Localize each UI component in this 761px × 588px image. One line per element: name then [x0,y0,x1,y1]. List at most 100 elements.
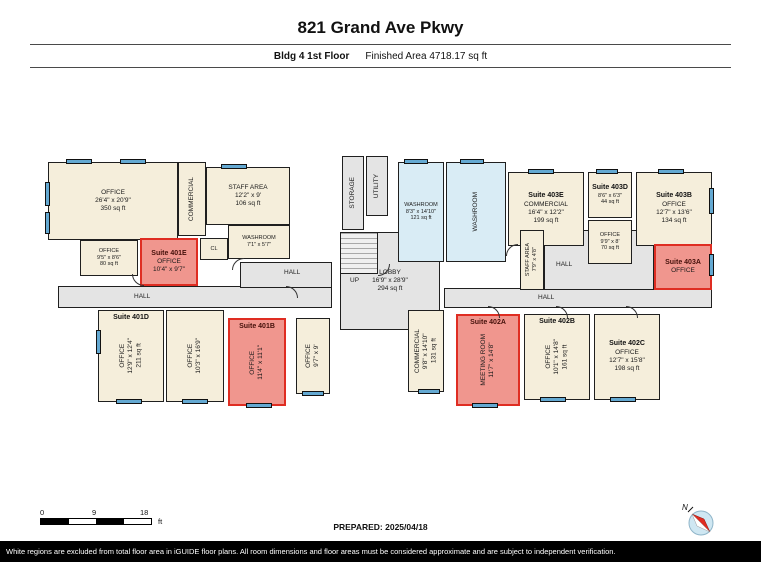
room-name: MEETING ROOM [479,334,487,386]
window-marker [528,169,554,174]
room-closet: CL [200,238,228,260]
room-washroom-nw: WASHROOM 7'1" x 5'7" [228,225,290,259]
room-dims: 7'1" x 5'7" [246,242,272,248]
room-name: OFFICE [671,267,695,275]
floor-subtitle: Bldg 4 1st Floor Finished Area 4718.17 sq… [0,51,761,62]
room-label: OFFICE 10'1" x 14'8" 161 sq ft [545,339,569,375]
prepared-date: PREPARED: 2025/04/18 [333,522,428,532]
room-label: Suite 403A OFFICE [665,259,701,276]
window-marker [709,188,714,214]
room-area: 350 sq ft [100,205,126,213]
window-marker [66,159,92,164]
suite-title: Suite 403D [592,183,628,191]
room-dims: 9'8" x 14'10" [421,333,429,369]
window-marker [96,330,101,354]
header-divider-top [30,44,731,45]
room-name: OFFICE [599,231,621,238]
suite-title: Suite 403B [656,192,692,200]
room-label: OFFICE 11'4" x 11'1" [249,345,265,380]
room-utility: UTILITY [366,156,388,216]
room-name: OFFICE [248,350,256,374]
suite-title: Suite 401B [239,323,275,330]
room-label: OFFICE 26'4" x 20'9" 350 sq ft [95,189,131,213]
window-marker [540,397,566,402]
room-label: Suite 401E OFFICE 10'4" x 9'7" [151,250,186,275]
window-marker [610,397,636,402]
room-label: OFFICE 12'9" x 12'4" 211 sq ft [119,338,143,374]
room-area: 70 sq ft [600,245,620,252]
stairs [340,232,378,274]
lobby-label: LOBBY 16'9" x 28'9" 294 sq ft [372,269,408,293]
room-office-sw2: OFFICE 9'7" x 9' [296,318,330,394]
page-title: 821 Grand Ave Pkwy [297,18,464,37]
window-marker [658,169,684,174]
room-area: 44 sq ft [600,199,620,206]
room-name: WASHROOM [404,201,438,208]
room-label: COMMERCIAL [188,177,196,221]
room-name: OFFICE [101,188,125,196]
window-marker [221,164,247,169]
room-label: OFFICE 9'7" x 9' [305,344,321,368]
room-suite-401b: Suite 401B OFFICE 11'4" x 11'1" [228,318,286,406]
room-name: OFFICE [544,345,552,369]
suite-title: Suite 401D [113,314,149,321]
room-dims: 9'7" x 9' [313,344,320,368]
floor-plan: LOBBY 16'9" x 28'9" 294 sq ft UP HALL HA… [36,148,726,438]
room-name: COMMERCIAL [413,328,421,374]
room-dims: 11'4" x 11'1" [257,344,264,380]
room-label: OFFICE 9'9" x 8' 70 sq ft [600,232,620,253]
scale-tick-0: 0 [40,508,45,517]
room-office-ne: OFFICE 9'9" x 8' 70 sq ft [588,220,632,264]
room-washroom-b: WASHROOM [446,162,506,262]
room-staff-area-nw: STAFF AREA 12'2" x 9' 106 sq ft [206,167,290,225]
room-suite-403d: Suite 403D 8'6" x 6'3" 44 sq ft [588,172,632,218]
room-suite-401d: Suite 401D OFFICE 12'9" x 12'4" 211 sq f… [98,310,164,402]
room-label: STORAGE [349,177,357,209]
compass-icon: N [682,503,714,536]
window-marker [596,169,618,174]
room-name: OFFICE [186,344,194,368]
room-label: CL [210,246,217,253]
room-office-nw: OFFICE 26'4" x 20'9" 350 sq ft [48,162,178,240]
room-dims: 9'9" x 8' [600,238,620,245]
finished-area-label: Finished Area 4718.17 sq ft [365,51,488,62]
north-label: N [682,503,688,512]
room-name: CL [210,245,218,252]
room-area: 106 sq ft [235,200,261,208]
room-name: OFFICE [157,258,181,266]
hall-corridor-left [58,286,332,308]
room-label: Suite 403D 8'6" x 6'3" 44 sq ft [592,184,628,207]
room-dims: 16'4" x 12'2" [528,209,564,217]
room-dims: 7'9" x 4'8" [532,247,538,273]
room-area: 134 sq ft [661,217,687,225]
room-label: Suite 403B OFFICE 12'7" x 13'6" 134 sq f… [656,192,692,225]
room-name: WASHROOM [471,192,479,232]
room-dims: 10'1" x 14'8" [552,339,560,375]
room-dims: 26'4" x 20'9" [95,196,131,204]
room-suite-403b: Suite 403B OFFICE 12'7" x 13'6" 134 sq f… [636,172,712,246]
room-area: 161 sq ft [561,344,569,370]
room-label: STAFF AREA 12'2" x 9' 106 sq ft [228,184,267,208]
door-arc [132,274,144,286]
room-suite-401e: Suite 401E OFFICE 10'4" x 9'7" [140,238,198,286]
room-area: 199 sq ft [533,217,559,225]
room-suite-402b: Suite 402B OFFICE 10'1" x 14'8" 161 sq f… [524,314,590,400]
hall-corridor-left-upper [240,262,332,288]
window-marker [246,403,272,408]
room-area: 121 sq ft [410,215,432,222]
room-office-80: OFFICE 9'5" x 8'6" 80 sq ft [80,240,138,276]
room-suite-402a: Suite 402A MEETING ROOM 11'7" x 14'8" [456,314,520,406]
suite-title: Suite 402B [539,318,575,325]
room-dims: 10'3" x 16'9" [195,338,202,374]
room-washroom-a: WASHROOM 8'3" x 14'10" 121 sq ft [398,162,444,262]
door-arc [232,258,244,270]
room-staff-area-east: STAFF AREA 7'9" x 4'8" [520,230,544,290]
hall-label: HALL [538,294,555,301]
floor-label: Bldg 4 1st Floor [273,51,350,62]
hall-corridor-right [444,288,712,308]
room-name: STORAGE [348,177,356,209]
window-marker [302,391,324,396]
room-label: STAFF AREA 7'9" x 4'8" [525,243,539,276]
room-label: MEETING ROOM 11'7" x 14'8" [480,334,496,386]
